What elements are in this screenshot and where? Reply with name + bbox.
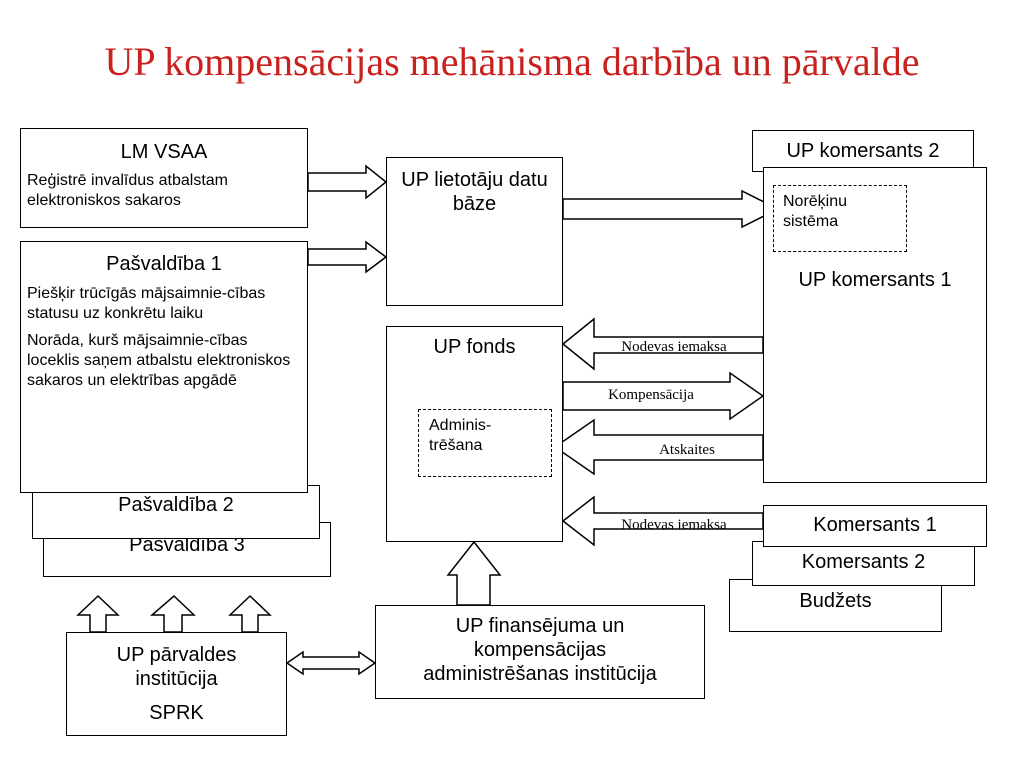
fonds-admin-text: Adminis-trēšana	[429, 417, 492, 454]
pasvaldiba-2-box: Pašvaldība 2	[32, 485, 320, 539]
arrow-db-to-komersants	[562, 189, 780, 229]
arrow-up-1	[76, 594, 120, 633]
label-nodevas-2: Nodevas iemaksa	[621, 517, 727, 533]
arrow-pasvaldiba-to-db	[307, 240, 388, 274]
pasvaldiba-3-title: Pašvaldība 3	[129, 534, 245, 556]
arrow-up-3	[228, 594, 272, 633]
pasvaldiba-2-title: Pašvaldība 2	[118, 494, 234, 516]
label-atskaites: Atskaites	[659, 442, 715, 458]
pasvaldiba-1-text-1: Piešķir trūcīgās mājsaimnie-cības status…	[27, 285, 266, 322]
arrow-nodevas-1	[561, 317, 764, 371]
finansejuma-box: UP finansējuma un kompensācijas administ…	[375, 605, 705, 699]
arrow-atskaites	[553, 418, 764, 476]
komersants-1-title: Komersants 1	[813, 514, 937, 536]
label-nodevas-1: Nodevas iemaksa	[621, 339, 727, 355]
up-komersants-2-title: UP komersants 2	[786, 140, 940, 162]
komersants-2-box: Komersants 2	[752, 541, 975, 586]
komersants-1-box: Komersants 1	[763, 505, 987, 547]
parvaldes-line-2: SPRK	[149, 702, 204, 724]
arrow-double	[285, 650, 377, 676]
komersants-2-title: Komersants 2	[801, 551, 926, 573]
parvaldes-line-1: UP pārvaldes institūcija	[116, 644, 237, 690]
pasvaldiba-1-text-2: Norāda, kurš mājsaimnie-cības loceklis s…	[27, 332, 291, 389]
database-box: UP lietotāju datu bāze	[386, 157, 563, 306]
up-komersants-1-title: UP komersants 1	[798, 269, 952, 291]
budzets-box: Budžets	[729, 579, 942, 632]
lm-vsaa-title: LM VSAA	[120, 141, 208, 163]
pasvaldiba-1-box: Pašvaldība 1 Piešķir trūcīgās mājsaimnie…	[20, 241, 308, 493]
finansejuma-title: UP finansējuma un kompensācijas administ…	[423, 615, 657, 685]
lm-vsaa-box: LM VSAA Reģistrē invalīdus atbalstam ele…	[20, 128, 308, 228]
label-kompensacija: Kompensācija	[608, 387, 694, 403]
billing-system-text: Norēķinu sistēma	[783, 193, 848, 230]
arrow-up-2	[149, 594, 196, 633]
fonds-admin-box: Adminis-trēšana	[418, 409, 552, 477]
page-title: UP kompensācijas mehānisma darbība un pā…	[104, 39, 920, 84]
budzets-title: Budžets	[799, 590, 872, 612]
arrow-nodevas-2	[561, 495, 764, 547]
arrow-lm-to-db	[307, 164, 388, 200]
up-komersants-2-box: UP komersants 2	[752, 130, 974, 172]
pasvaldiba-1-title: Pašvaldība 1	[106, 253, 222, 275]
arrow-kompensacija	[562, 371, 765, 421]
lm-vsaa-text: Reģistrē invalīdus atbalstam elektronisk…	[27, 172, 228, 209]
billing-system-box: Norēķinu sistēma	[773, 185, 907, 252]
fonds-title: UP fonds	[433, 336, 516, 358]
database-title: UP lietotāju datu bāze	[401, 169, 548, 215]
arrow-finansejuma-to-fonds	[446, 540, 502, 606]
parvaldes-box: UP pārvaldes institūcija SPRK	[66, 632, 287, 736]
